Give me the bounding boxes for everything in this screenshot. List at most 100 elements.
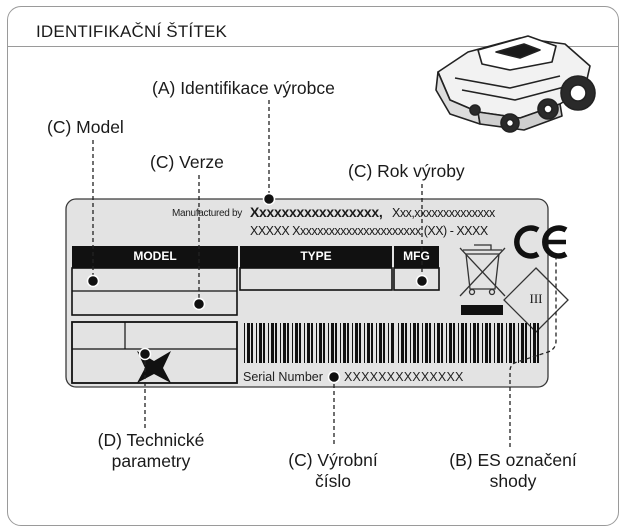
barcode-bar [304,323,305,363]
dot-serial [327,370,341,384]
weee-bar-icon [461,305,503,315]
barcode-bar [319,323,322,363]
barcode-bar [295,323,298,363]
barcode-bar [470,323,471,363]
barcode-bar [331,323,334,363]
callout-technical-line1: (D) Technické [97,430,205,450]
barcode-bar [518,323,519,363]
callout-serial-line2: číslo [315,471,351,491]
serial-number-label: Serial Number [243,370,323,384]
callout-ce: (B) ES označení shody [428,450,598,492]
model-header-bar [72,246,238,268]
manufacturer-address-line2: XXXXX Xxxxxxxxxxxxxxxxxxxxxx (XX) - XXXX [250,224,488,238]
callout-ce-line2: shody [489,471,537,491]
barcode-bar [388,323,389,363]
barcode-bar [398,323,399,363]
barcode-bar [316,323,317,363]
manufacturer-address-line1: Xxx,xxxxxxxxxxxxxx [392,206,495,220]
barcode-bar [405,323,407,363]
dot-manufacturer [262,192,276,206]
barcode-bar [268,323,269,363]
callout-technical: (D) Technické parametry [66,430,236,472]
barcode-bar [271,323,274,363]
barcode-bar [391,323,394,363]
barcode-bar [482,323,483,363]
dot-year [415,274,429,288]
barcode-bar [489,323,491,363]
barcode-bar [401,323,404,363]
type-header-bar [240,246,392,268]
barcode-bar [530,323,531,363]
leader-ce [509,258,557,447]
barcode-bar [449,323,452,363]
barcode-bar [259,323,262,363]
barcode-bar [383,323,385,363]
barcode-bar [335,323,337,363]
barcode-bar [244,323,245,363]
barcode-bar [376,323,377,363]
dot-technical [138,347,152,361]
barcode-bar [355,323,358,363]
barcode-bar [364,323,365,363]
barcode-bar [425,323,428,363]
barcode-bar [525,323,527,363]
callout-serial: (C) Výrobní číslo [268,450,398,492]
leader-lines [92,100,557,447]
barcode-bar [410,323,411,363]
barcode-bar [437,323,440,363]
callout-ce-line1: (B) ES označení [449,450,577,470]
barcode-bar [343,323,346,363]
barcode-bar [537,323,539,363]
page-title: IDENTIFIKAČNÍ ŠTÍTEK [36,22,228,41]
barcode-bar [283,323,286,363]
barcode-bar [275,323,277,363]
barcode-bar [263,323,265,363]
barcode-bar [458,323,459,363]
type-header: TYPE [300,249,332,263]
callout-dots [86,192,429,384]
barcode-bar [477,323,479,363]
type-box [239,267,393,291]
class-iii-label: III [529,291,543,306]
barcode-bar [340,323,341,363]
ce-mark-icon [514,225,568,259]
barcode-bar [247,323,250,363]
model-header: MODEL [133,249,177,263]
callout-manufacturer: (A) Identifikace výrobce [152,78,335,98]
barcode-bar [422,323,423,363]
barcode-bar [359,323,361,363]
callout-model: (C) Model [47,117,124,137]
manufactured-by-label: Manufactured by [172,208,242,219]
barcode-bar [465,323,467,363]
barcode-bar [328,323,329,363]
barcode-bar [307,323,310,363]
barcode-bar [434,323,435,363]
barcode-bar [352,323,353,363]
technical-params-box [71,321,238,384]
barcode-bar [323,323,325,363]
barcode-bar [497,323,500,363]
barcode-bar [371,323,373,363]
barcode-bar [292,323,293,363]
robotic-mower-illustration [435,35,596,133]
barcode-bar [367,323,370,363]
callout-technical-line2: parametry [111,451,191,471]
dot-version [192,297,206,311]
barcode-bar [446,323,447,363]
weee-bin-icon [459,244,506,297]
barcode-bar [441,323,443,363]
callout-serial-line1: (C) Výrobní [288,450,378,470]
barcode-bar [379,323,382,363]
barcode-bar [417,323,419,363]
barcode-bar [506,323,507,363]
mfg-header-bar [394,246,439,268]
serial-barcode-right [398,323,539,363]
serial-number-value: XXXXXXXXXXXXXX [344,370,464,384]
header-divider [7,46,619,47]
mfg-box [393,267,440,291]
barcode-bar [494,323,495,363]
callout-year: (C) Rok výroby [348,161,465,181]
barcode-bar [299,323,301,363]
barcode-bar [280,323,281,363]
barcode-bar [251,323,253,363]
